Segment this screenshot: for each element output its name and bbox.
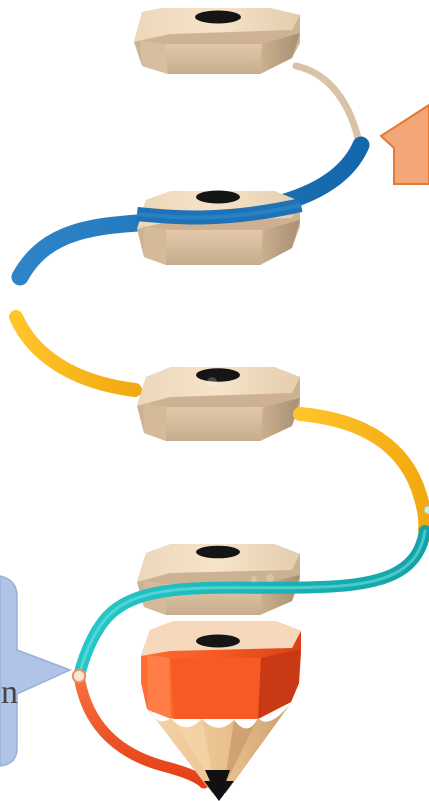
yellow-wave-left: [16, 317, 135, 390]
left-callout: n: [0, 576, 70, 766]
right-callout: [381, 105, 429, 184]
pencil-segment-4: [137, 544, 300, 615]
yellow-dot: [424, 506, 429, 514]
left-callout-text: n: [1, 674, 18, 711]
pencil-tip-segment: [141, 621, 301, 801]
pencil-segment-2: [137, 191, 301, 266]
orange-dot: [73, 670, 85, 682]
yellow-wave-right: [300, 414, 425, 530]
pencil-segment-1: [134, 8, 300, 74]
pencil-segment-3: [137, 367, 300, 441]
tan-wave: [296, 66, 358, 138]
